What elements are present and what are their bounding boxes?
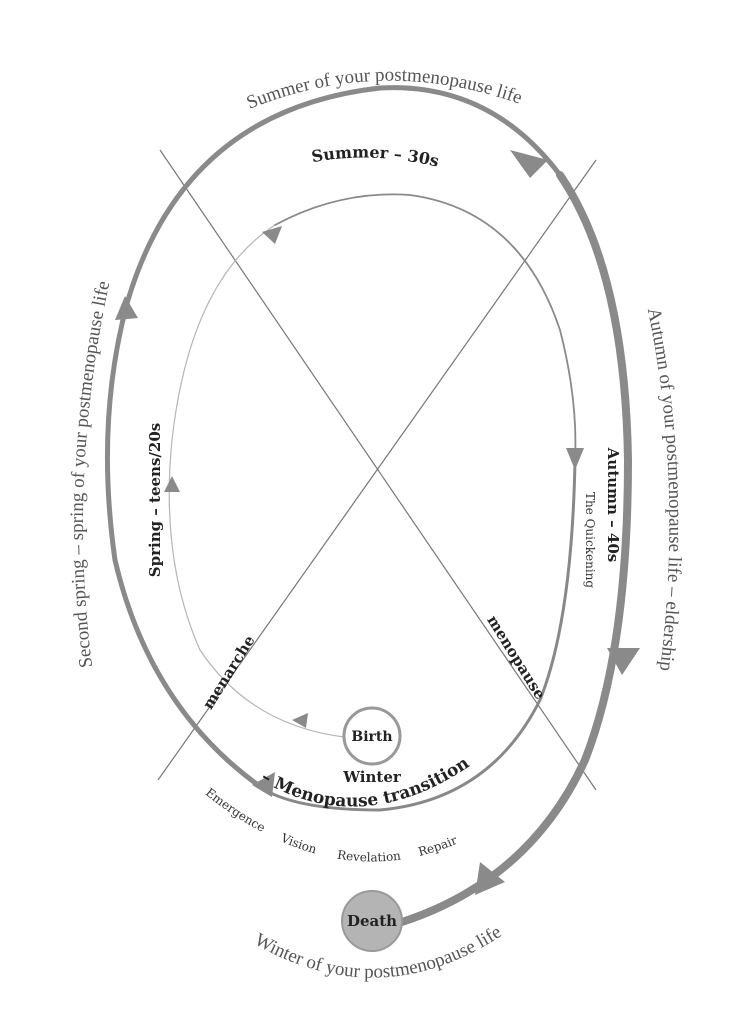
stage-repair: Repair [417,833,460,859]
arrow-icon [115,296,138,320]
stage-vision-text: Vision [278,830,319,856]
birth-label: Birth [351,729,392,745]
stage-emergence-text: Emergence [203,785,268,835]
stage-revelation: Revelation [336,848,401,865]
arrow-icon [510,150,548,178]
divider-line-1 [159,149,597,791]
stage-revelation-text: Revelation [336,848,401,865]
death-label: Death [347,912,397,930]
arrow-icon [607,648,640,675]
label-winter: Winter [342,768,402,786]
label-menopause: menopause [483,612,549,702]
arrow-icon [252,772,275,797]
label-summer-30s: Summer – 30s [310,143,441,171]
divider-line-2 [157,159,597,781]
arrow-icon [475,862,505,895]
birth-node: Birth [342,706,402,766]
outer-label-autumn: Autumn of your postmenopause life – elde… [643,306,686,672]
stage-emergence: Emergence [203,785,268,835]
arrowheads [115,150,640,895]
label-quickening: The Quickening [583,492,597,588]
label-autumn: Autumn – 40s [604,447,622,562]
death-node: Death [341,890,403,952]
arrow-icon [292,713,308,728]
stage-repair-text: Repair [417,833,460,859]
arrow-icon [262,226,282,244]
label-spring: Spring – teens/20s [146,423,164,577]
life-spiral [104,85,633,926]
label-menarche: menarche [199,632,259,712]
stage-vision: Vision [278,830,319,856]
arrow-icon [164,476,180,492]
arrow-icon [566,448,584,470]
